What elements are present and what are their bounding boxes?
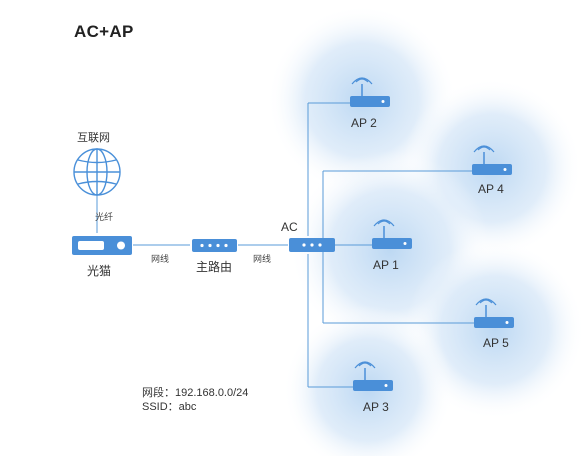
globe-icon — [73, 148, 121, 196]
modem-label: 光猫 — [87, 264, 112, 278]
router-icon — [192, 239, 237, 252]
connection-lines — [96, 102, 474, 388]
cable-label-1: 网线 — [151, 254, 170, 264]
access-point-icon — [472, 145, 512, 175]
subnet-text: 网段：192.168.0.0/24 — [142, 387, 249, 399]
internet-label: 互联网 — [77, 132, 110, 144]
ap-label: AP 5 — [483, 336, 509, 350]
access-point-icon — [350, 77, 390, 107]
ap-label: AP 4 — [478, 182, 504, 196]
ssid-text: SSID：abc — [142, 401, 197, 413]
diagram-title: AC+AP — [74, 22, 134, 41]
ap-label: AP 3 — [363, 400, 389, 414]
ap-label: AP 2 — [351, 116, 377, 130]
fiber-label: 光纤 — [95, 212, 114, 222]
router-label: 主路由 — [196, 260, 233, 274]
coverage-glow — [267, 5, 582, 456]
modem-icon — [72, 236, 132, 255]
network-info: 网段：192.168.0.0/24 SSID：abc — [142, 386, 248, 414]
access-point-icon — [372, 219, 412, 249]
ac-controller-icon — [289, 238, 335, 252]
access-point-icon — [474, 298, 514, 328]
ac-label: AC — [281, 220, 298, 234]
cable-label-2: 网线 — [253, 254, 272, 264]
access-point-icon — [353, 361, 393, 391]
ap-label: AP 1 — [373, 258, 399, 272]
